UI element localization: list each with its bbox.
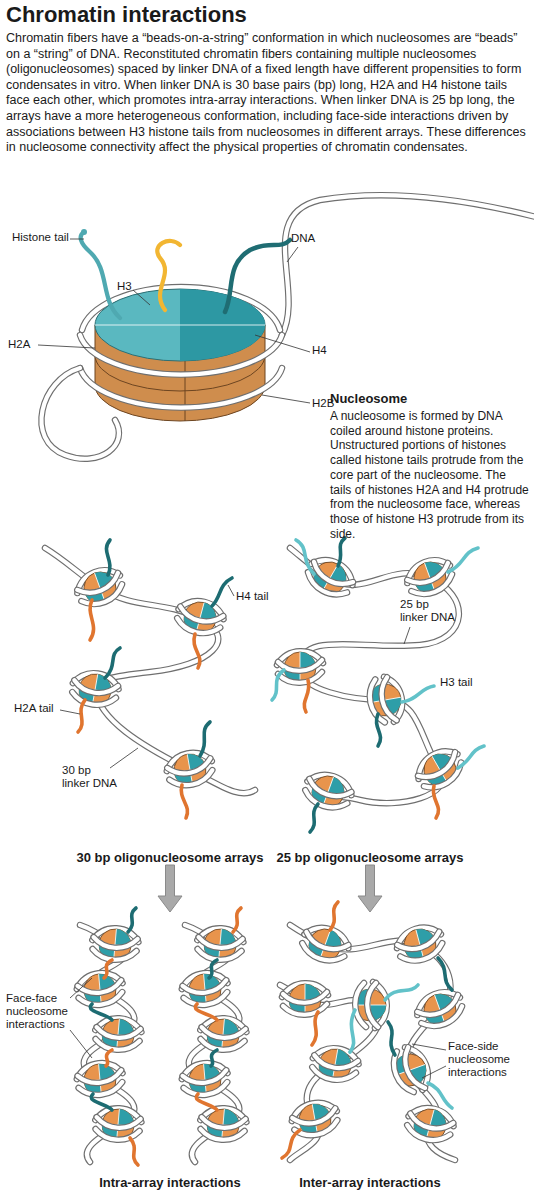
flow-arrow <box>158 865 182 912</box>
part-label: H3 tail <box>440 676 500 689</box>
part-label: Histone tail <box>12 231 92 244</box>
histone-face <box>95 289 265 361</box>
part-label: H4 <box>312 344 342 357</box>
part-label: Face-face nucleosome interactions <box>6 992 72 1031</box>
inter-array-illustration <box>280 902 467 1160</box>
h4-tail <box>225 240 290 312</box>
leader-lines <box>38 239 310 403</box>
panel-caption: Intra-array interactions <box>99 1175 241 1190</box>
part-label: H4 tail <box>236 590 286 603</box>
part-label: DNA <box>291 232 331 245</box>
part-label: A nucleosome is formed by DNA coiled aro… <box>330 409 530 541</box>
histone-tail <box>81 232 120 318</box>
part-label: 25 bp linker DNA <box>400 598 456 624</box>
panel-caption: 25 bp oligonucleosome arrays <box>276 850 463 865</box>
panel: Intra-array interactions <box>75 912 265 1190</box>
intro-text: Chromatin fibers have a “beads-on-a-stri… <box>6 31 530 156</box>
part-label: H2A tail <box>14 702 74 715</box>
flow-arrow <box>358 865 382 912</box>
part-label: Face-side nucleosome interactions <box>448 1040 532 1079</box>
part-label: Nucleosome <box>330 391 530 407</box>
h3-tail <box>157 241 180 310</box>
panel-caption: Inter-array interactions <box>299 1175 441 1190</box>
panel: Inter-array interactions <box>275 912 465 1190</box>
part-label: 30 bp linker DNA <box>62 764 118 790</box>
part-label: H3 <box>117 280 147 293</box>
panel: 25 bp oligonucleosome arrays <box>275 550 465 865</box>
array-30bp <box>45 540 255 818</box>
part-label: H2A <box>8 338 48 351</box>
intra-array-illustration <box>70 908 247 1165</box>
panel-caption: 30 bp oligonucleosome arrays <box>76 850 263 865</box>
title: Chromatin interactions <box>6 2 247 28</box>
